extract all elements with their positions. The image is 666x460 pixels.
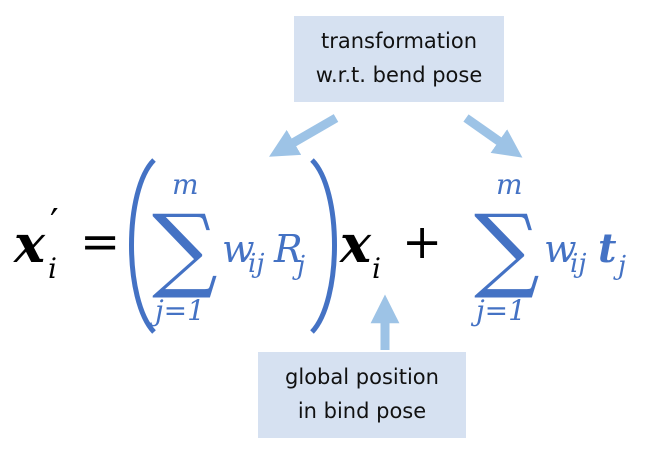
sum2-weight: w bbox=[544, 227, 577, 271]
annotation-top-line2: w.r.t. bend pose bbox=[315, 63, 483, 87]
translation-symbol: t bbox=[598, 225, 617, 272]
arrow-to-sum-rotation bbox=[269, 114, 339, 157]
lhs-subscript: i bbox=[48, 252, 57, 285]
plus-sign: + bbox=[402, 214, 442, 270]
sum1-weight-subscript: ij bbox=[248, 249, 264, 279]
annotation-bottom-line1: global position bbox=[285, 365, 439, 389]
paren-open bbox=[129, 158, 156, 334]
sum1-weight: w bbox=[222, 227, 255, 271]
annotation-top-line1: transformation bbox=[320, 29, 478, 53]
sum2-weight-subscript: ij bbox=[570, 249, 586, 279]
annotation-box-transformation: transformation w.r.t. bend pose bbox=[294, 16, 504, 102]
lhs-variable: x bbox=[13, 214, 46, 275]
equals-sign: = bbox=[80, 214, 120, 270]
point-subscript: i bbox=[372, 252, 381, 285]
sum1-symbol: ∑ bbox=[152, 195, 218, 302]
sum1-lower: j=1 bbox=[149, 294, 205, 327]
point-variable: x bbox=[339, 214, 372, 275]
annotation-box-global-position: global position in bind pose bbox=[258, 352, 466, 438]
sum2-upper: m bbox=[496, 168, 523, 201]
rotation-symbol: R bbox=[273, 227, 303, 271]
arrow-to-sum-translation bbox=[463, 114, 523, 158]
paren-close bbox=[310, 158, 337, 334]
sum1-upper: m bbox=[172, 168, 199, 201]
lhs-prime: ′ bbox=[50, 201, 59, 245]
sum2-lower: j=1 bbox=[470, 294, 526, 327]
sum2-symbol: ∑ bbox=[474, 195, 540, 302]
annotation-bottom-line2: in bind pose bbox=[297, 399, 427, 423]
